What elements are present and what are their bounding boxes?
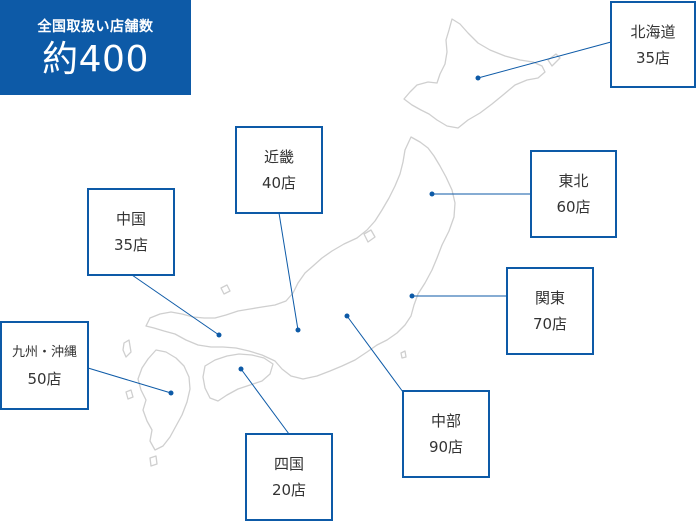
region-store-count: 35店 <box>113 236 149 254</box>
region-name: 東北 <box>558 172 589 190</box>
region-store-count: 90店 <box>428 438 464 456</box>
region-store-count: 40店 <box>261 174 297 192</box>
region-box-kinki: 近畿 40店 <box>235 126 323 214</box>
kyushu-outline <box>137 349 191 451</box>
region-box-chugoku: 中国 35店 <box>87 188 175 276</box>
izu-island-outline <box>400 350 407 359</box>
region-name: 四国 <box>273 455 304 473</box>
tohoku-dot <box>429 191 435 197</box>
chugoku-dot <box>216 332 222 338</box>
region-name: 中国 <box>115 210 146 228</box>
hokkaido-leader-line <box>477 41 612 79</box>
goto-island-outline <box>125 389 134 400</box>
region-store-count: 60店 <box>556 198 591 216</box>
region-store-count: 70店 <box>532 315 568 333</box>
hokkaido-outline <box>403 18 546 129</box>
region-name: 九州・沖縄 <box>11 344 77 360</box>
region-box-kanto: 関東 70店 <box>506 267 594 355</box>
kanto-dot <box>409 293 415 299</box>
region-box-tohoku: 東北 60店 <box>530 150 617 238</box>
region-store-count: 20店 <box>271 481 307 499</box>
sado-island-outline <box>363 229 376 243</box>
shikoku-outline <box>202 353 274 402</box>
kyushu-leader-line <box>87 367 172 394</box>
region-name: 中部 <box>430 412 461 430</box>
honshu-outline <box>145 136 456 380</box>
region-box-kyushu: 九州・沖縄 50店 <box>0 321 89 410</box>
region-store-count: 50店 <box>27 369 62 388</box>
oki-island-outline <box>220 284 231 295</box>
chubu-leader-line <box>346 315 404 393</box>
chugoku-leader-line <box>131 274 220 336</box>
region-store-count: 35店 <box>635 48 671 67</box>
tanegashima-island-outline <box>149 455 158 467</box>
region-name: 近畿 <box>263 148 294 166</box>
total-stores-header: 全国取扱い店舗数 約400 <box>0 0 191 95</box>
total-stores-count: 約400 <box>42 39 149 80</box>
tsushima-island-outline <box>122 339 132 358</box>
region-box-chubu: 中部 90店 <box>402 390 490 478</box>
shikoku-leader-line <box>240 368 290 435</box>
region-box-shikoku: 四国 20店 <box>245 433 333 521</box>
region-box-hokkaido: 北海道 35店 <box>610 1 696 88</box>
kinki-dot <box>295 327 301 333</box>
kinki-leader-line <box>278 212 299 331</box>
hokkaido-dot <box>475 75 481 81</box>
kyushu-dot <box>168 390 174 396</box>
chubu-dot <box>344 313 350 319</box>
kunashiri-island-outline <box>547 53 561 67</box>
region-name: 関東 <box>534 289 565 307</box>
region-name: 北海道 <box>630 22 676 41</box>
total-stores-label: 全国取扱い店舗数 <box>37 19 154 35</box>
shikoku-dot <box>238 366 244 372</box>
